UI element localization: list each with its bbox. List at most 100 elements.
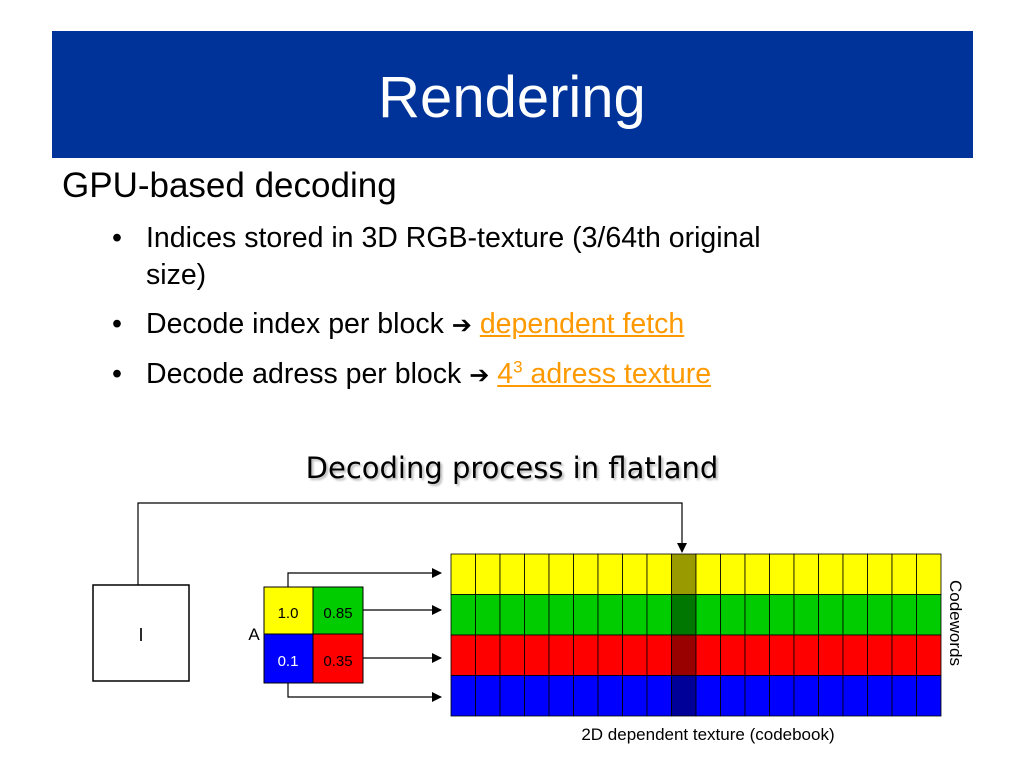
- codebook-cell: [499, 675, 525, 717]
- codebook-cell: [867, 675, 893, 717]
- codebook-cell: [475, 634, 501, 676]
- codebook-cell: [524, 634, 550, 676]
- codebook-cell: [891, 634, 917, 676]
- codebook-cell: [524, 594, 550, 636]
- codebook-cell: [769, 675, 795, 717]
- codebook-cell: [720, 675, 746, 717]
- link-base: 4: [497, 358, 514, 390]
- image-label: I: [138, 625, 143, 645]
- adress-texture-link[interactable]: 43 adress texture: [497, 358, 711, 390]
- codebook-cell: [769, 594, 795, 636]
- bullet-text-continued: size): [146, 259, 207, 291]
- codebook-cell: [769, 553, 795, 595]
- cell-value: 0.85: [323, 605, 352, 622]
- bullet-text: Indices stored in 3D RGB-texture (3/64th…: [146, 222, 761, 254]
- codebook-cell: [524, 675, 550, 717]
- diagram-caption: Decoding process in flatland: [305, 451, 719, 485]
- codebook-cell: [622, 675, 648, 717]
- codebook-cell: [744, 634, 770, 676]
- bullet-dot: •: [112, 222, 122, 254]
- codebook-cell: [597, 675, 623, 717]
- codebook-cell-highlight: [671, 634, 697, 676]
- codebook-cell: [475, 675, 501, 717]
- codebook-cell: [842, 675, 868, 717]
- link-superscript: 3: [513, 357, 523, 377]
- codebook-cell: [744, 675, 770, 717]
- arrow-right-icon: ➔: [469, 362, 490, 389]
- codebook-cell: [597, 553, 623, 595]
- codebook-cell: [573, 594, 599, 636]
- codebook-cell: [842, 594, 868, 636]
- bullet-dot: •: [112, 308, 122, 340]
- dependent-fetch-link[interactable]: dependent fetch: [479, 308, 685, 340]
- codebook-cell: [867, 553, 893, 595]
- bullet-text: Decode index per block: [146, 308, 444, 340]
- codebook-cell: [622, 594, 648, 636]
- codebook-cell: [646, 553, 672, 595]
- codebook-cell: [720, 594, 746, 636]
- codebook-cell: [842, 634, 868, 676]
- cell-value: 0.35: [323, 653, 352, 670]
- codebook-cell: [597, 634, 623, 676]
- codebook-cell: [475, 594, 501, 636]
- codebook-cell: [475, 553, 501, 595]
- codebook-cell: [499, 634, 525, 676]
- codebook-cell: [548, 675, 574, 717]
- cell-value: 0.1: [278, 653, 299, 670]
- codebook-cell: [499, 553, 525, 595]
- codebook-cell: [695, 634, 721, 676]
- title-bar: [52, 31, 973, 158]
- codebook-cell: [818, 594, 844, 636]
- slide-title: Rendering: [378, 65, 646, 130]
- codebook-cell: [573, 553, 599, 595]
- codebook-cell: [450, 634, 476, 676]
- codebook-cell: [695, 594, 721, 636]
- codebook-cell: [891, 553, 917, 595]
- codebook-cell: [548, 594, 574, 636]
- codebook-cell: [695, 675, 721, 717]
- bullet-item: • Decode adress per block ➔ 43 adress te…: [112, 356, 932, 394]
- bullet-dot: •: [112, 358, 122, 390]
- codebook-cell: [646, 594, 672, 636]
- cell-blue: [263, 633, 314, 684]
- cell-value: 1.0: [278, 605, 299, 622]
- codebook-cell: [548, 553, 574, 595]
- codebook-cell: [499, 594, 525, 636]
- codebook-label: 2D dependent texture (codebook): [581, 725, 834, 744]
- codebook-cell: [842, 553, 868, 595]
- codebook-cell: [916, 594, 942, 636]
- codebook-cell: [916, 553, 942, 595]
- codebook-cell: [818, 675, 844, 717]
- codebook-cell-highlight: [671, 594, 697, 636]
- codebook-cell: [597, 594, 623, 636]
- codebook-cell-highlight: [671, 675, 697, 717]
- arrow-row-1: [287, 568, 442, 587]
- codebook-cell: [793, 594, 819, 636]
- arrow-row-4: [287, 683, 442, 702]
- codebook-cell: [720, 553, 746, 595]
- codebook-cell: [450, 553, 476, 595]
- codebook-cell: [573, 634, 599, 676]
- codebook-cell: [891, 594, 917, 636]
- codebook-cell: [818, 634, 844, 676]
- codebook-grid: [450, 553, 942, 717]
- codebook-cell: [450, 675, 476, 717]
- bullet-item: • Indices stored in 3D RGB-texture (3/64…: [112, 220, 932, 294]
- codebook-cell: [867, 594, 893, 636]
- codebook-cell: [867, 634, 893, 676]
- codebook-cell: [622, 553, 648, 595]
- codebook-cell: [720, 634, 746, 676]
- codebook-cell: [573, 675, 599, 717]
- codewords-label: Codewords: [946, 580, 965, 666]
- codebook-cell: [646, 634, 672, 676]
- codebook-cell: [916, 634, 942, 676]
- codebook-cell: [524, 553, 550, 595]
- index-arrow: [137, 502, 687, 585]
- image-box: [92, 584, 190, 682]
- section-heading: GPU-based decoding: [62, 166, 397, 205]
- codebook-cell: [793, 634, 819, 676]
- codebook-cell-highlight: [671, 553, 697, 595]
- bullet-item: • Decode index per block ➔ dependent fet…: [112, 306, 932, 344]
- codebook-cell: [695, 553, 721, 595]
